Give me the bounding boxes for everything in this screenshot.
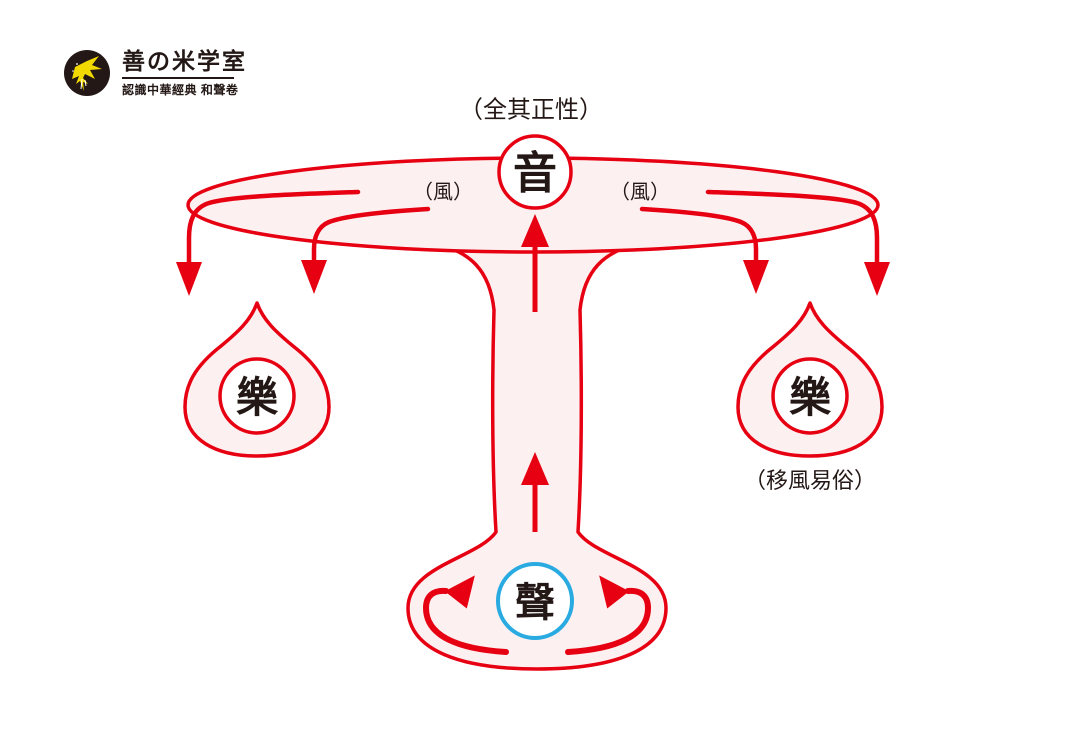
sheng-circle <box>496 562 574 640</box>
down-arrowhead-icon <box>864 262 890 296</box>
up-arrowhead-icon <box>521 452 549 485</box>
wind-flow-right-outer <box>705 189 890 296</box>
down-arrowhead-icon <box>176 262 202 296</box>
yin-label: 音 <box>513 149 557 198</box>
down-arrowhead-icon <box>743 260 769 294</box>
wind-flow-right-inner <box>639 206 769 294</box>
logo-text: 善の米学室 認識中華經典 和聲卷 <box>122 48 247 98</box>
logo-divider <box>122 77 234 79</box>
caption-wind-right: （風） <box>610 181 670 204</box>
up-right-arrowhead-icon <box>444 575 475 609</box>
down-arrowhead-icon <box>301 260 327 294</box>
logo-title: 善の米学室 <box>122 48 247 75</box>
trunk-and-bulb-shape <box>406 240 668 671</box>
yin-circle <box>497 134 573 210</box>
up-arrowhead-icon <box>521 214 549 247</box>
yue-right-circle <box>771 357 849 435</box>
sheng-label: 聲 <box>515 581 555 625</box>
up-left-arrowhead-icon <box>599 575 630 609</box>
wind-flow-left-inner <box>301 206 431 294</box>
logo: 善の米学室 認識中華經典 和聲卷 <box>62 48 247 98</box>
yue-right-label: 樂 <box>788 374 832 421</box>
yue-left-label: 樂 <box>235 374 279 421</box>
up-arrow-upper <box>521 214 549 312</box>
caption-wind-left: （風） <box>413 181 473 204</box>
caption-top: （全其正性） <box>459 96 603 124</box>
logo-subtitle: 認識中華經典 和聲卷 <box>122 83 239 97</box>
yue-left-circle <box>218 357 296 435</box>
bird-icon <box>72 56 102 91</box>
caption-bottom-right: （移風易俗） <box>743 468 877 493</box>
logo-badge <box>64 50 110 96</box>
wind-flow-left-outer <box>176 189 361 296</box>
circulation-arrow-right <box>565 575 652 655</box>
circulation-arrow-left <box>422 575 509 655</box>
up-arrow-lower <box>521 452 549 532</box>
